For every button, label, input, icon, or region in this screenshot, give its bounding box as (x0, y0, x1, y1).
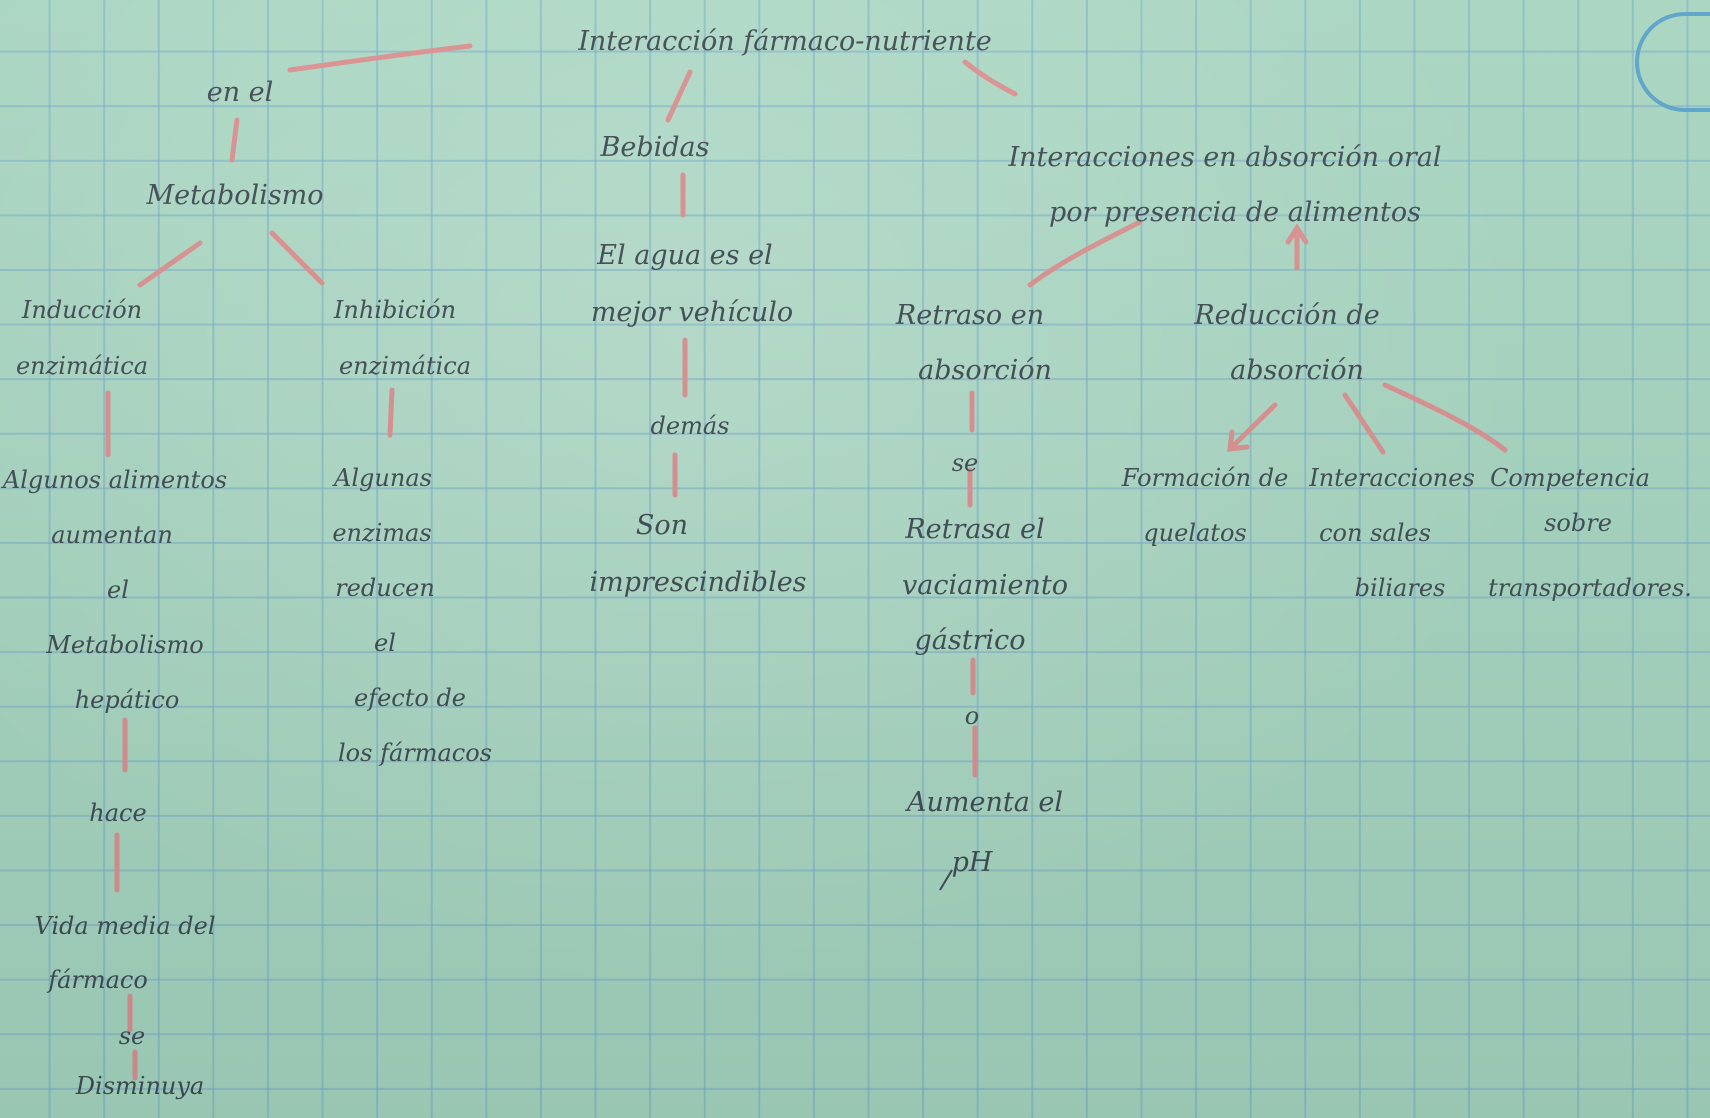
node-competencia-transportadores: Competencia (1490, 464, 1650, 492)
node-bebidas: Bebidas (600, 132, 710, 163)
node-retraso-absorcion: absorción (918, 355, 1052, 386)
hole-reinforcement-mark (1635, 12, 1710, 112)
connector-label-en-el: en el (206, 77, 274, 108)
retraso-text: vaciamiento (902, 570, 1068, 601)
node-interacciones-sales-biliares: biliares (1354, 574, 1446, 602)
induction-result: fármaco (48, 966, 148, 994)
node-formacion-quelatos: quelatos (1143, 519, 1247, 547)
diagram-title: Interacción fármaco-nutriente (578, 26, 992, 57)
node-interacciones-sales-biliares: con sales (1319, 519, 1431, 547)
induction-result: se (118, 1022, 146, 1050)
node-retraso-absorcion: Retraso en (895, 300, 1045, 331)
connector-reduccion-competencia (1382, 382, 1508, 453)
bebidas-text: El agua es el (597, 240, 773, 271)
connector-reduccion-quelatos (1229, 402, 1278, 450)
arrowhead-reduccion (1285, 223, 1309, 245)
retraso-connector-o: o (964, 702, 980, 730)
induction-text: el (107, 576, 129, 604)
node-inhibition-heading: enzimática (338, 352, 472, 380)
induction-result: Disminuya (75, 1072, 205, 1100)
connector-title-right (962, 59, 1018, 97)
inhibition-text: efecto de (353, 684, 467, 712)
connector-reduccion-sales (1342, 392, 1386, 455)
retraso-connector-se: se (951, 449, 979, 477)
node-competencia-transportadores: transportadores. (1488, 574, 1692, 602)
induction-result: Vida media del (34, 912, 216, 940)
arrowhead-quelatos (1227, 429, 1250, 452)
node-interacciones-absorcion: por presencia de alimentos (1048, 197, 1422, 228)
inhibition-text: el (374, 629, 396, 657)
inhibition-text: Algunas (334, 464, 432, 492)
connector-metab-induction (137, 240, 203, 288)
induction-text: aumentan (51, 521, 173, 549)
inhibition-text: enzimas (332, 519, 432, 547)
node-reduccion-absorcion: Reducción de (1194, 300, 1380, 331)
node-induction-heading: Inducción (21, 296, 143, 324)
connector-enel-metabolismo (229, 117, 240, 163)
connector-inhibition-down (387, 387, 395, 438)
retraso-result: Aumenta el (906, 787, 1064, 818)
retraso-text: Retrasa el (905, 514, 1045, 545)
node-interacciones-sales-biliares: Interacciones (1309, 464, 1475, 492)
inhibition-text: los fármacos (337, 739, 493, 767)
retraso-result: pH (951, 847, 993, 878)
induction-text: hepático (74, 686, 180, 714)
induction-text: Metabolismo (46, 631, 204, 659)
connector-metab-inhibition (269, 230, 325, 286)
bebidas-text: mejor vehículo (590, 297, 794, 328)
induction-connector-hace: hace (89, 799, 147, 827)
bebidas-result: imprescindibles (589, 567, 807, 598)
connector-title-bebidas (665, 69, 693, 123)
connector-title-left (287, 43, 473, 73)
node-reduccion-absorcion: absorción (1230, 355, 1364, 386)
node-induction-heading: enzimática (15, 352, 149, 380)
induction-text: Algunos alimentos (2, 466, 228, 494)
node-inhibition-heading: Inhibición (333, 296, 457, 324)
node-competencia-transportadores: sobre (1544, 509, 1612, 537)
node-formacion-quelatos: Formación de (1121, 464, 1289, 492)
connector-right-retraso (1027, 219, 1143, 288)
inhibition-text: reducen (335, 574, 435, 602)
node-interacciones-absorcion: Interacciones en absorción oral (1008, 142, 1442, 173)
retraso-text: gástrico (914, 625, 1026, 656)
bebidas-result: Son (635, 510, 689, 541)
node-metabolismo: Metabolismo (146, 180, 324, 211)
bebidas-connector-demas: demás (650, 412, 730, 440)
